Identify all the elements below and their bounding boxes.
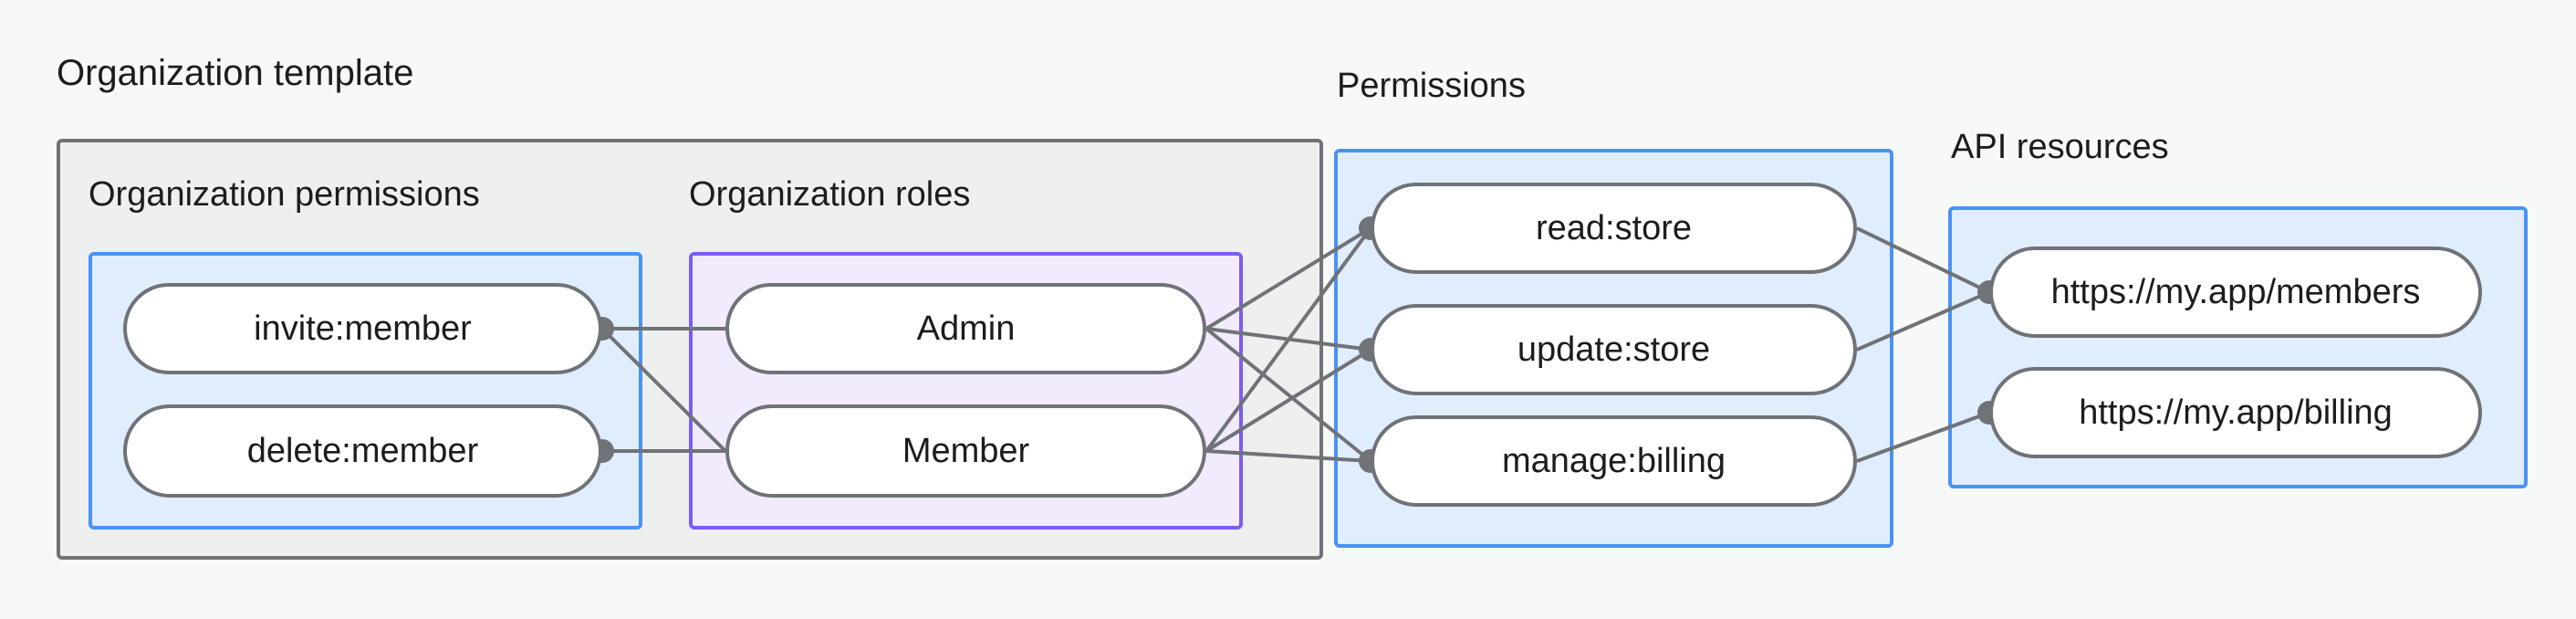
node-admin[interactable]: Admin	[725, 283, 1206, 374]
api-resources-title: API resources	[1951, 128, 2169, 166]
node-update-store[interactable]: update:store	[1371, 304, 1857, 395]
node-member[interactable]: Member	[725, 404, 1206, 498]
node-delete-member[interactable]: delete:member	[123, 404, 602, 498]
node-invite-member[interactable]: invite:member	[123, 283, 602, 374]
organization-permissions-title: Organization permissions	[89, 175, 480, 214]
organization-template-title: Organization template	[57, 53, 414, 93]
permissions-title: Permissions	[1337, 67, 1526, 105]
node-manage-billing[interactable]: manage:billing	[1371, 415, 1857, 507]
node-members-endpoint[interactable]: https://my.app/members	[1989, 247, 2482, 338]
node-read-store[interactable]: read:store	[1371, 183, 1857, 274]
organization-roles-title: Organization roles	[689, 175, 971, 214]
node-billing-endpoint[interactable]: https://my.app/billing	[1989, 367, 2482, 458]
